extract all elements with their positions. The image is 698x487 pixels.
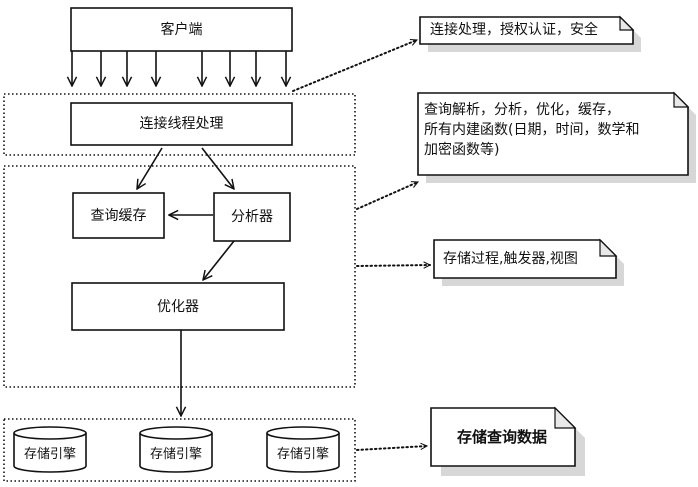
storage-engine-label-3: 存储引擎 (276, 446, 329, 462)
parser-box (213, 192, 291, 242)
arrow-parser-to-optimizer (203, 240, 235, 280)
note-storage-shape (430, 406, 585, 476)
client-box (70, 7, 293, 52)
storage-engine-cylinder-1 (13, 426, 87, 473)
storage-engine-label-1: 存储引擎 (23, 446, 76, 462)
note-connection-text: 连接处理，授权认证，安全 (430, 22, 598, 38)
flow-arrows (137, 147, 235, 416)
query-cache-label: 查询缓存 (90, 207, 147, 224)
connector-storage (356, 446, 427, 451)
connector-stored (356, 265, 431, 266)
optimizer-box (71, 282, 285, 331)
arrow-thread-to-parser (201, 147, 234, 189)
parser-label: 分析器 (231, 209, 273, 225)
note-analysis-line-1: 查询解析，分析，优化，缓存， (424, 102, 620, 118)
service-layer-frame (3, 165, 356, 388)
query-cache-box (72, 192, 165, 239)
note-storage-text: 存储查询数据 (457, 428, 548, 446)
storage-engine-label-2: 存储引擎 (149, 446, 202, 462)
note-analysis-line-3: 加密函数等) (424, 142, 500, 158)
note-connectors (292, 40, 431, 451)
connection-layer-frame (3, 93, 356, 156)
note-stored-shape (433, 238, 624, 286)
note-stored-text: 存储过程,触发器,视图 (443, 251, 578, 267)
client-request-arrows (72, 51, 286, 86)
connection-thread-box (70, 102, 293, 146)
engine-layer-frame (3, 418, 356, 482)
connection-thread-label: 连接线程处理 (139, 116, 224, 132)
connector-connection (292, 40, 417, 92)
optimizer-label: 优化器 (157, 298, 199, 315)
note-connection-shape (419, 15, 641, 52)
note-analysis-line-2: 所有内建函数(日期，时间，数学和 (424, 122, 640, 138)
client-label: 客户端 (160, 21, 203, 38)
note-analysis-shape (417, 91, 696, 183)
connector-analysis (356, 181, 418, 210)
arrow-thread-to-cache (137, 147, 163, 189)
storage-engine-cylinder-2 (139, 426, 213, 473)
storage-engine-cylinder-3 (266, 426, 340, 473)
